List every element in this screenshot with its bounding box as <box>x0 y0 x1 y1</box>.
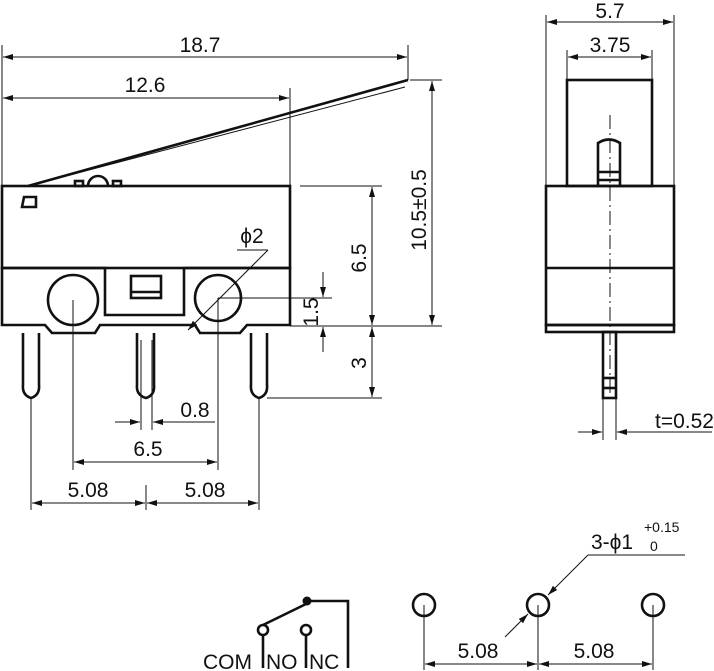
circuit-schematic: COM NO NC <box>203 596 350 671</box>
dim-pin-length: 3 <box>348 357 371 369</box>
dim-overall-length: 18.7 <box>180 34 221 57</box>
pin-com <box>21 333 41 400</box>
roller <box>86 174 110 187</box>
pcb-hole-tol-minus: 0 <box>650 538 658 554</box>
dim-pitch-left: 5.08 <box>68 479 109 502</box>
label-no: NO <box>266 651 298 671</box>
front-view: 18.7 12.6 10.5±0.5 6.5 1.5 3 ϕ2 0.8 6.5 … <box>0 34 442 510</box>
dim-total-height: 10.5±0.5 <box>408 169 431 251</box>
pcb-pitch-right: 5.08 <box>574 640 615 663</box>
dim-pin-thickness: t=0.52 <box>655 410 714 433</box>
pcb-hole-label: 3-ϕ1 <box>591 531 633 554</box>
pin-no <box>135 333 156 400</box>
dim-hole-diameter: ϕ2 <box>240 225 263 248</box>
body-lower <box>0 266 292 335</box>
dim-width: 5.7 <box>595 0 624 23</box>
pcb-pitch-left: 5.08 <box>458 640 499 663</box>
pcb-hole-tol-plus: +0.15 <box>644 519 680 535</box>
dim-actuator-width: 3.75 <box>590 34 631 57</box>
dim-hole-spacing: 6.5 <box>133 438 162 461</box>
label-com: COM <box>203 651 252 671</box>
dim-body-length: 12.6 <box>125 74 166 97</box>
dim-hole-offset: 1.5 <box>300 297 323 326</box>
pin-nc <box>249 333 269 400</box>
dim-body-height: 6.5 <box>348 243 371 272</box>
dim-pitch-right: 5.08 <box>185 479 226 502</box>
dim-pin-width: 0.8 <box>180 399 209 422</box>
label-nc: NC <box>309 651 339 671</box>
lever <box>27 78 409 188</box>
body-upper <box>0 184 292 270</box>
side-view: 5.7 3.75 t=0.52 <box>544 0 714 440</box>
pcb-hole-layout: 5.08 5.08 3-ϕ1 +0.15 0 <box>411 519 685 670</box>
